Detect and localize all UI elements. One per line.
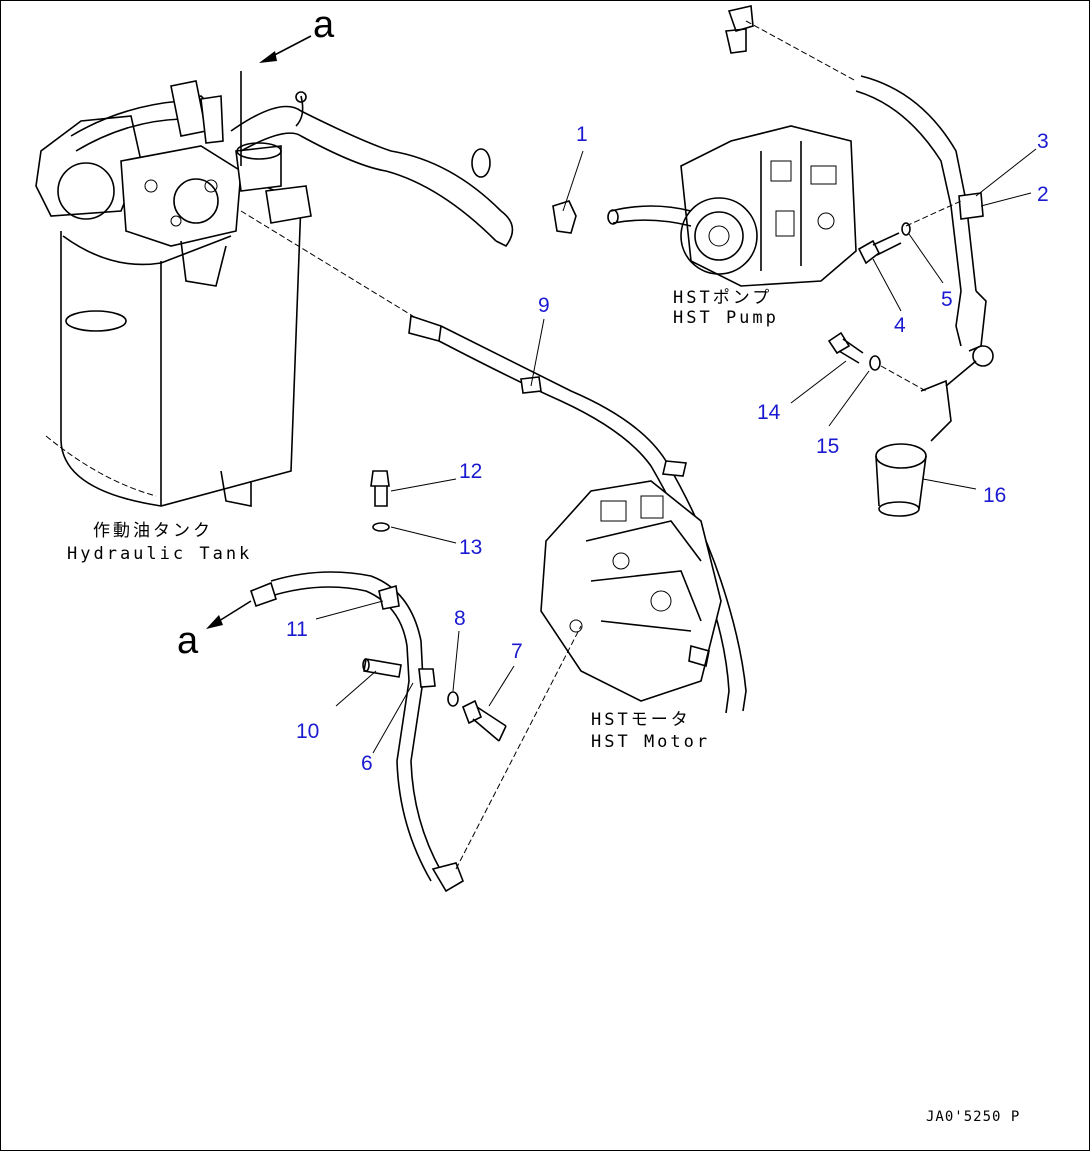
hst-pump: HSTポンプ HST Pump [607,125,857,328]
callout-11: 11 [286,618,308,641]
arrow-label-a-bottom: a [177,620,199,662]
bolt-part-12 [370,470,390,507]
leader-lines [315,148,1037,754]
pump-label-en: HST Pump [673,308,779,328]
callout-12: 12 [459,460,482,483]
callout-4: 4 [894,314,906,337]
hydraulic-tank: a [35,4,514,507]
washer-part-15 [869,355,927,392]
callout-3: 3 [1037,130,1049,153]
callout-numbers: 1 2 3 4 5 6 7 8 9 10 11 12 13 14 15 16 [286,123,1049,775]
pump-label-jp: HSTポンプ [673,288,772,308]
callout-10: 10 [296,720,319,743]
washer-part-13 [372,522,390,532]
motor-label-en: HST Motor [591,732,710,752]
motor-label-jp: HSTモータ [591,710,691,730]
tank-label-jp: 作動油タンク [93,521,213,541]
pin-part-10 [362,658,402,678]
lower-hose: a [177,571,582,893]
washer-part-5 [901,222,911,236]
tank-label-en: Hydraulic Tank [67,544,252,564]
callout-13: 13 [459,536,482,559]
callout-16: 16 [983,484,1006,507]
bolt-part-7 [461,699,507,742]
drawing-number: JA0'5250 P [926,1109,1020,1125]
callout-6: 6 [361,752,373,775]
callout-15: 15 [816,435,839,458]
arrow-label-a-top: a [313,4,335,46]
filter-part-16 [875,360,977,517]
callout-7: 7 [511,640,523,663]
callout-9: 9 [538,294,550,317]
bolt-part-4 [857,232,902,265]
callout-2: 2 [1037,183,1049,206]
callout-1: 1 [576,123,588,146]
callout-14: 14 [757,401,781,424]
pump-suction-hose [725,5,994,367]
hst-motor: HSTモータ HST Motor [540,480,722,752]
callout-8: 8 [454,607,466,630]
callout-5: 5 [941,288,953,311]
washer-part-8 [447,691,459,707]
bolt-part-14 [827,331,864,364]
